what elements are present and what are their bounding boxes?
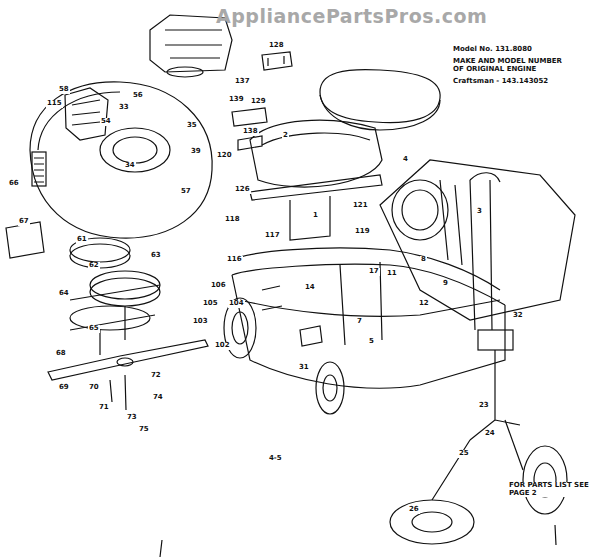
callout-number: 35: [186, 122, 198, 130]
callout-number: 137: [234, 78, 251, 86]
callout-number: 39: [190, 148, 202, 156]
callout-number: 71: [98, 404, 110, 412]
callout-number: 31: [298, 364, 310, 372]
seat: [250, 70, 440, 240]
callout-number: 23: [478, 402, 490, 410]
callout-number: 8: [420, 256, 427, 264]
callout-number: 2: [282, 132, 289, 140]
callout-number: 119: [354, 228, 371, 236]
callout-number: 64: [58, 290, 70, 298]
callout-number: 106: [210, 282, 227, 290]
callout-number: 67: [18, 218, 30, 226]
blade: [48, 340, 208, 410]
callout-number: 115: [46, 100, 63, 108]
callout-number: 70: [88, 384, 100, 392]
callout-number: 62: [88, 262, 100, 270]
callout-number: 120: [216, 152, 233, 160]
callout-number: 9: [442, 280, 449, 288]
engine-note: MAKE AND MODEL NUMBER OF ORIGINAL ENGINE: [452, 58, 564, 73]
callout-number: 129: [250, 98, 267, 106]
mower-housing: [30, 82, 212, 238]
callout-number: 68: [55, 350, 67, 358]
callout-number: 66: [8, 180, 20, 188]
callout-number: 126: [234, 186, 251, 194]
callout-number: 121: [352, 202, 369, 210]
callout-number: 65: [88, 325, 100, 333]
callout-number: 17: [368, 268, 380, 276]
callout-number: 73: [126, 414, 138, 422]
callout-number: 58: [58, 86, 70, 94]
callout-number: 56: [132, 92, 144, 100]
callout-number: 75: [138, 426, 150, 434]
callout-number: 54: [100, 118, 112, 126]
callout-number: 4: [402, 156, 409, 164]
callout-number: 118: [224, 216, 241, 224]
callout-number: 69: [58, 384, 70, 392]
parts-list-note: FOR PARTS LIST SEE PAGE 2: [508, 482, 592, 497]
callout-number: 117: [264, 232, 281, 240]
rear-body: [380, 160, 575, 320]
callout-number: 102: [214, 342, 231, 350]
callout-number: 24: [484, 430, 496, 438]
callout-number: 72: [150, 372, 162, 380]
callout-number: 25: [458, 450, 470, 458]
frame: [228, 173, 520, 440]
callout-number: 33: [118, 104, 130, 112]
callout-number: 104: [228, 300, 245, 308]
callout-number: 14: [304, 284, 316, 292]
engine-model: Craftsman - 143.143052: [452, 78, 549, 86]
callout-number: 128: [268, 42, 285, 50]
watermark: AppliancePartsPros.com: [215, 6, 488, 27]
callout-number: 139: [228, 96, 245, 104]
callout-number: 116: [226, 256, 243, 264]
page-number: 4-5: [268, 455, 283, 463]
callout-number: 57: [180, 188, 192, 196]
callout-number: 74: [152, 394, 164, 402]
scan-marks: [160, 525, 556, 557]
callout-number: 5: [368, 338, 375, 346]
pulley-assembly: [70, 238, 160, 355]
wheels: [224, 298, 567, 544]
callout-number: 12: [418, 300, 430, 308]
callout-number: 103: [192, 318, 209, 326]
callout-number: 26: [408, 506, 420, 514]
callout-number: 61: [76, 236, 88, 244]
callout-number: 138: [242, 128, 259, 136]
callout-number: 105: [202, 300, 219, 308]
callout-number: 7: [356, 318, 363, 326]
callout-number: 34: [124, 162, 136, 170]
model-number: Model No. 131.8080: [452, 46, 533, 54]
callout-number: 11: [386, 270, 398, 278]
gasket: [6, 222, 44, 258]
callout-number: 3: [476, 208, 483, 216]
callout-number: 63: [150, 252, 162, 260]
callout-number: 1: [312, 212, 319, 220]
callout-number: 32: [512, 312, 524, 320]
